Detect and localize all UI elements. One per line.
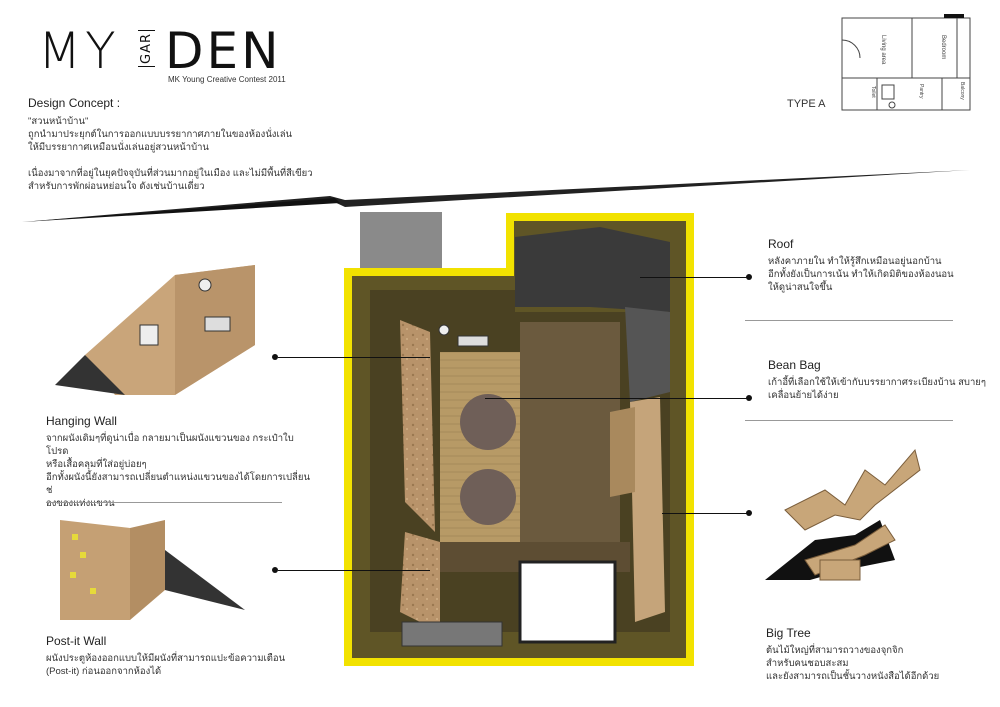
roof-title: Roof	[768, 237, 794, 251]
callout-line	[640, 277, 748, 278]
hanging-wall-text: จากผนังเดิมๆที่ดูน่าเบื่อ กลายมาเป็นผนัง…	[46, 433, 294, 457]
concept-text: "สวนหน้าบ้าน" ถูกนำมาประยุกต์ในการออกแบบ…	[28, 115, 313, 193]
contest-label: MK Young Creative Contest 2011	[168, 75, 286, 84]
callout-dot	[746, 395, 752, 401]
big-tree-text: ต้นไม้ใหญ่ที่สามารถวางของจุกจิก	[766, 645, 904, 656]
callout-line	[278, 570, 430, 571]
logo-my: MY	[38, 22, 120, 80]
bean-bag-title: Bean Bag	[768, 358, 821, 372]
concept-line: "สวนหน้าบ้าน"	[28, 116, 89, 127]
roof-text: หลังคาภายใน ทำให้รู้สึกเหมือนอยู่นอกบ้าน	[768, 256, 942, 267]
bean-bag-section: Bean Bag เก้าอี้ที่เลือกใช้ให้เข้ากับบรร…	[768, 358, 988, 402]
concept-heading: Design Concept :	[28, 96, 121, 110]
callout-dot	[746, 274, 752, 280]
big-tree-render	[765, 448, 921, 581]
room-label: Toilet	[870, 86, 876, 98]
bean-bag-text: เก้าอี้ที่เลือกใช้ให้เข้ากับบรรยากาศระเบ…	[768, 377, 986, 388]
logo-den: DEN	[165, 22, 282, 80]
decorative-swoosh	[22, 170, 970, 222]
roof-text: อีกทั้งยังเป็นการเน้น ทำให้เกิดมิติของห้…	[768, 269, 954, 280]
hanging-wall-section: Hanging Wall จากผนังเดิมๆที่ดูน่าเบื่อ ก…	[46, 414, 316, 510]
concept-line: ให้มีบรรยากาศเหมือนนั่งเล่นอยู่สวนหน้าบ้…	[28, 142, 209, 153]
callout-dot	[272, 567, 278, 573]
hanging-wall-text: องของแท่งแขวน	[46, 498, 115, 509]
bean-bag-text: เคลื่อนย้ายได้ง่าย	[768, 390, 839, 401]
callout-dot	[272, 354, 278, 360]
post-it-wall-title: Post-it Wall	[46, 634, 107, 648]
post-it-wall-text: ผนังประตูห้องออกแบบให้มีผนังที่สามารถแปะ…	[46, 653, 286, 664]
divider	[745, 420, 953, 421]
hanging-wall-render	[55, 265, 255, 395]
post-it-wall-render	[60, 520, 245, 620]
big-tree-title: Big Tree	[766, 626, 811, 640]
hanging-wall-title: Hanging Wall	[46, 414, 117, 428]
callout-dot	[746, 510, 752, 516]
big-tree-section: Big Tree ต้นไม้ใหญ่ที่สามารถวางของจุกจิก…	[766, 626, 991, 683]
hanging-wall-text: หรือเสื้อคลุมที่ใส่อยู่บ่อยๆ	[46, 459, 147, 470]
concept-line: เนื่องมาจากที่อยู่ในยุคปัจจุบันที่ส่วนมา…	[28, 168, 313, 179]
callout-line	[662, 513, 748, 514]
roof-text: ให้ดูน่าสนใจขึ้น	[768, 282, 833, 293]
divider	[46, 502, 282, 503]
roof-section: Roof หลังคาภายใน ทำให้รู้สึกเหมือนอยู่นอ…	[768, 237, 988, 294]
big-tree-text: และยังสามารถเป็นชั้นวางหนังสือได้อีกด้วย	[766, 671, 940, 682]
room-label: Living area	[880, 35, 886, 65]
callout-line	[485, 398, 748, 399]
divider	[745, 320, 953, 321]
room-label: Balcony	[959, 82, 965, 100]
type-label: TYPE A	[787, 98, 826, 110]
concept-line: สำหรับการพักผ่อนหย่อนใจ ดังเช่นบ้านเดี่ย…	[28, 181, 205, 192]
room-plan-render	[344, 212, 694, 666]
callout-line	[278, 357, 430, 358]
concept-line: ถูกนำมาประยุกต์ในการออกแบบบรรยากาศภายในข…	[28, 129, 293, 140]
hanging-wall-text: อีกทั้งผนังนี้ยังสามารถเปลี่ยนตำแหน่งแขว…	[46, 472, 310, 496]
post-it-wall-section: Post-it Wall ผนังประตูห้องออกแบบให้มีผนั…	[46, 634, 316, 678]
big-tree-text: สำหรับคนชอบสะสม	[766, 658, 849, 669]
post-it-wall-text: (Post-it) ก่อนออกจากห้องได้	[46, 666, 162, 677]
floor-plan-diagram: Living area Bedroom Balcony Pantry Toile…	[841, 14, 971, 111]
room-label: Pantry	[918, 84, 924, 99]
room-label: Bedroom	[940, 35, 946, 59]
